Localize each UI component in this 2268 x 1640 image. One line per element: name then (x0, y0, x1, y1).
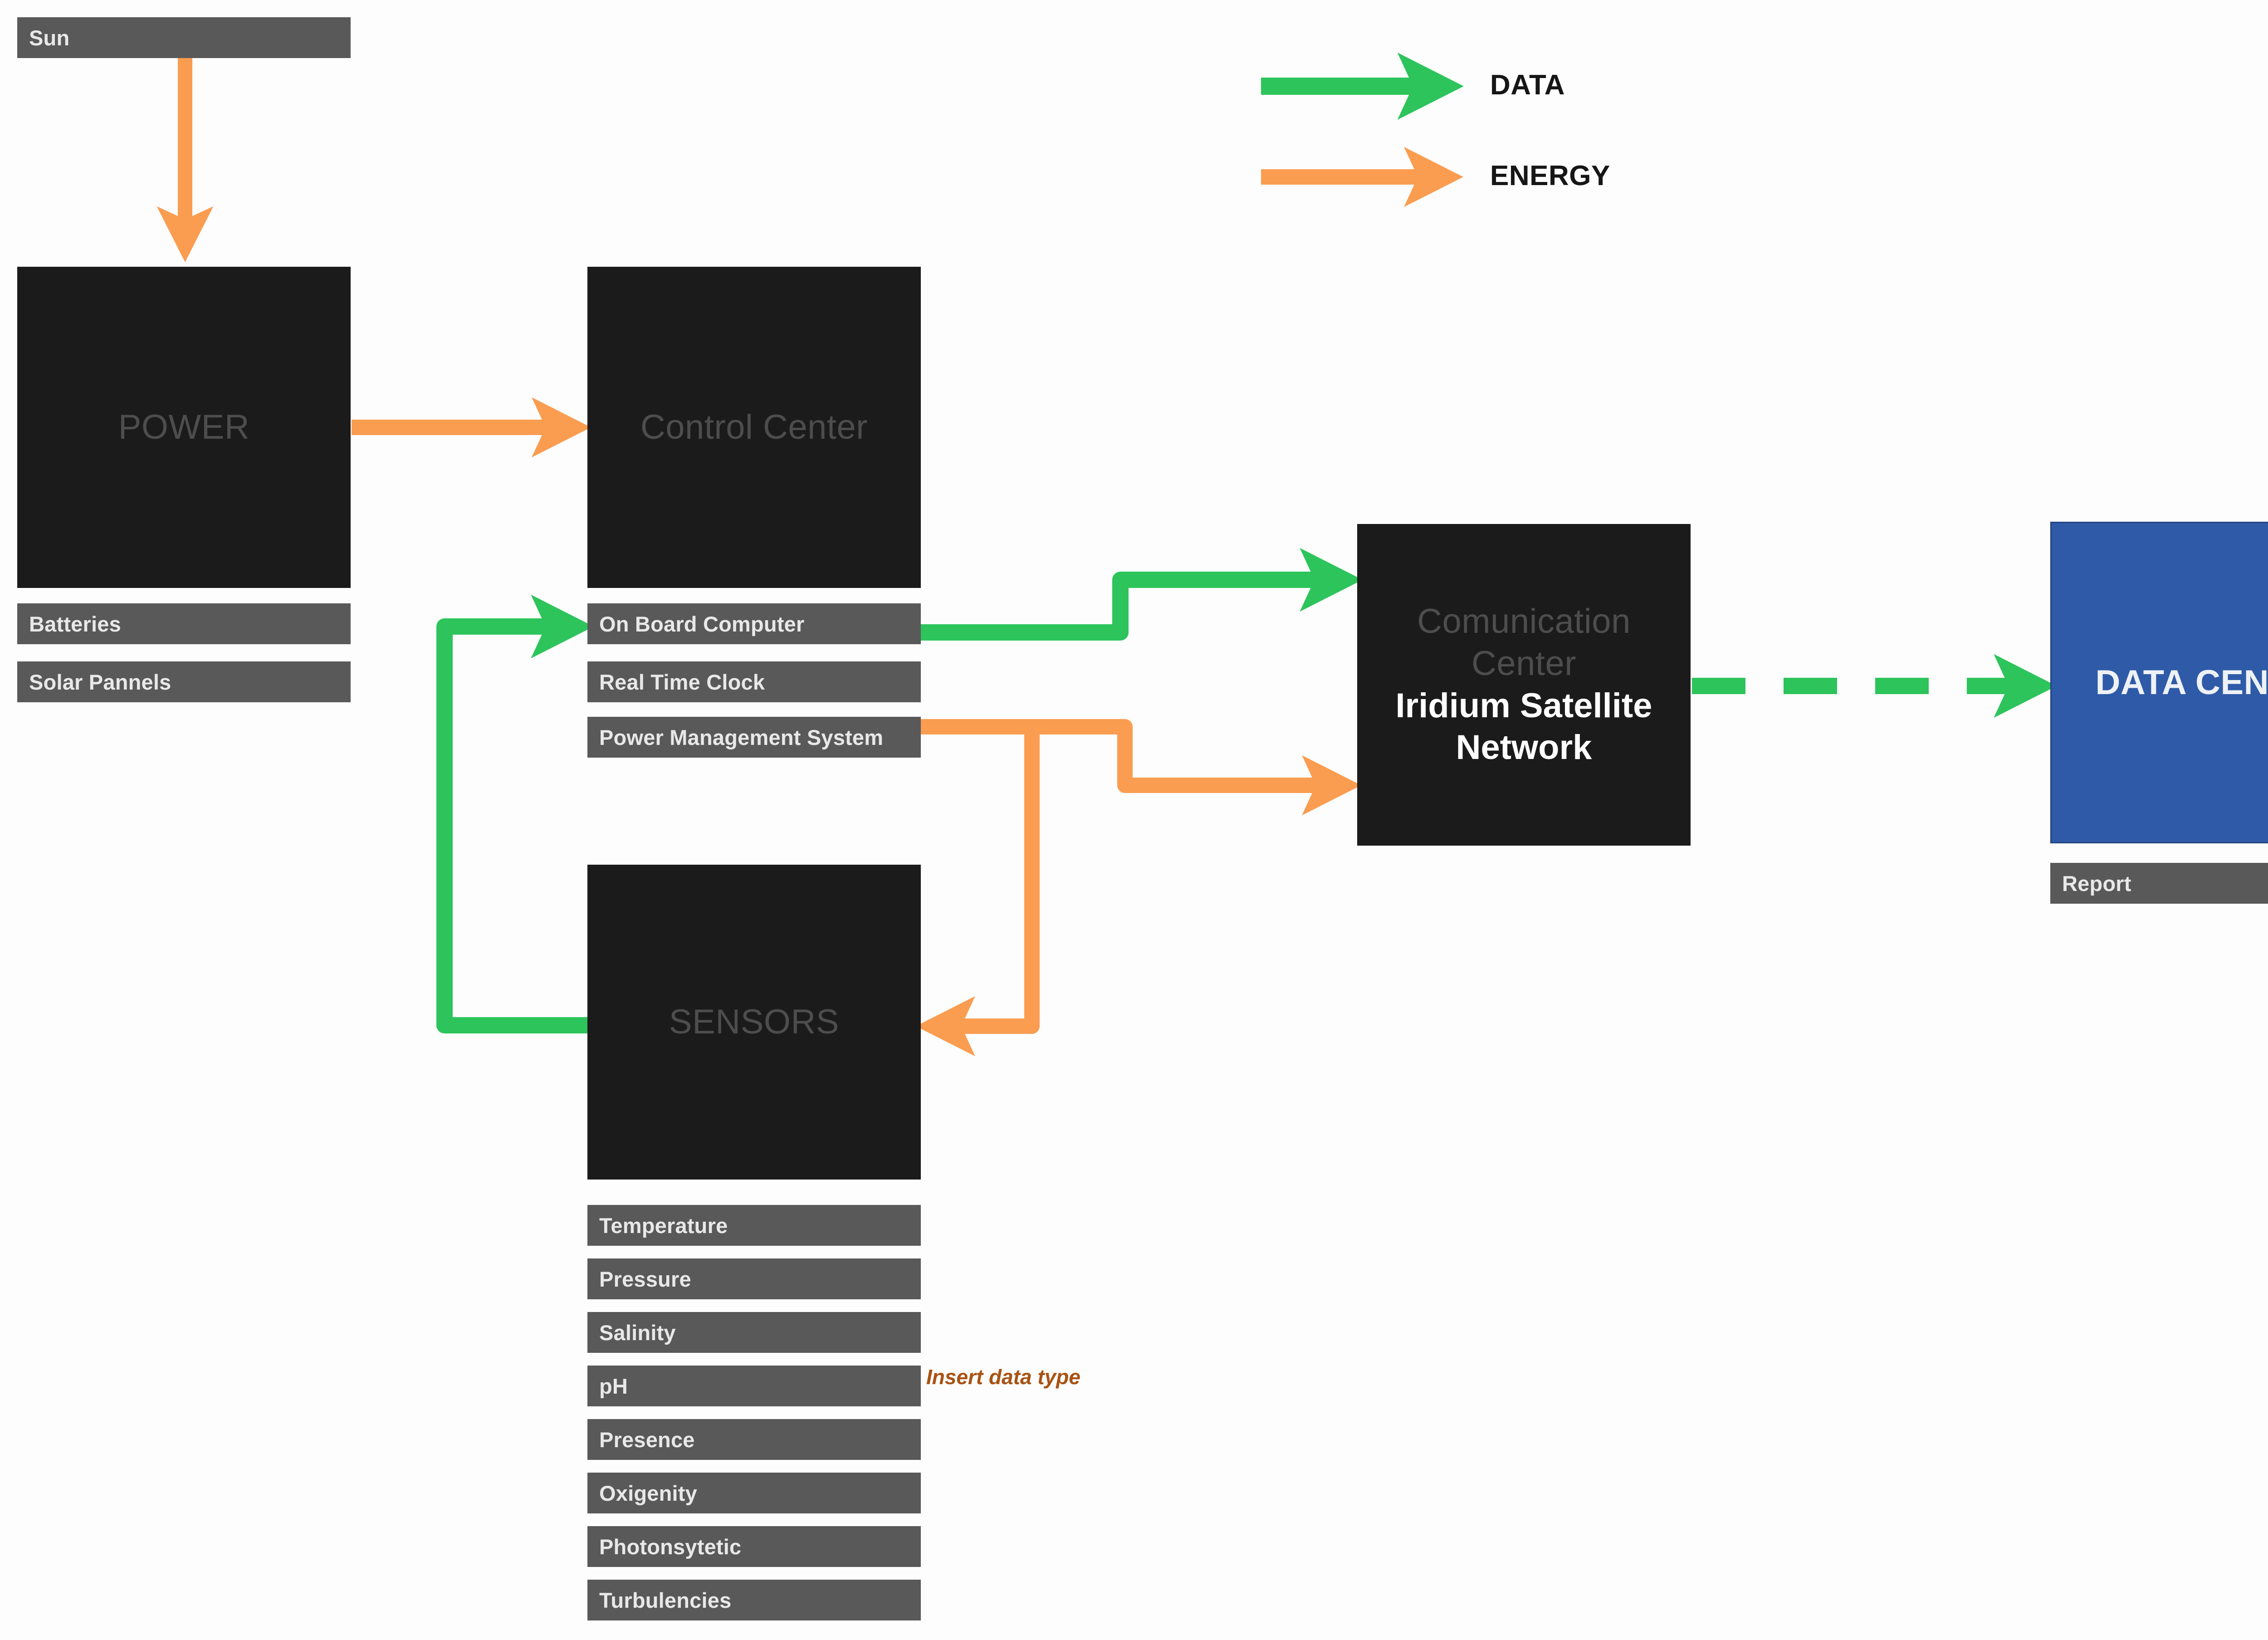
node-communication-center-title: Comunication Center (1417, 602, 1631, 683)
node-communication-center-subtitle: Iridium Satellite Network (1395, 686, 1652, 767)
node-control-center-sublabel-power-management-system[interactable]: Power Management System (587, 717, 921, 758)
node-power-title: POWER (118, 407, 250, 446)
node-control-center-sublabel-real-time-clock[interactable]: Real Time Clock (587, 661, 921, 702)
edge-power-management-to-communication-center (910, 719, 1362, 816)
node-sensors-sublabel-photonsytetic[interactable]: Photonsytetic (587, 1526, 921, 1567)
node-sensors[interactable]: SENSORS (587, 865, 921, 1180)
legend-label-data: DATA (1490, 69, 1565, 101)
report-text: Report (2062, 871, 2131, 896)
node-sun-label: Sun (29, 25, 70, 50)
power-sublabel-solar-pannels-text: Solar Pannels (29, 670, 171, 694)
on-board-computer-text: On Board Computer (599, 612, 805, 636)
node-sensors-sublabel-turbulencies[interactable]: Turbulencies (587, 1580, 921, 1620)
sensor-pressure-text: Pressure (599, 1267, 691, 1291)
node-data-center-title: DATA CENTER (2095, 663, 2268, 702)
node-sensors-sublabel-temperature[interactable]: Temperature (587, 1205, 921, 1246)
node-sun[interactable]: Sun (17, 17, 351, 58)
node-sensors-sublabel-presence[interactable]: Presence (587, 1419, 921, 1460)
sensor-salinity-text: Salinity (599, 1320, 676, 1345)
node-control-center[interactable]: Control Center (587, 267, 921, 588)
sensor-oxigenity-text: Oxigenity (599, 1481, 697, 1505)
node-sensors-sublabel-oxigenity[interactable]: Oxigenity (587, 1473, 921, 1513)
power-management-system-text: Power Management System (599, 725, 884, 749)
legend-label-energy: ENERGY (1490, 160, 1610, 191)
node-communication-center[interactable]: Comunication Center Iridium Satellite Ne… (1357, 524, 1691, 846)
node-sensors-title: SENSORS (669, 1002, 840, 1041)
edge-on-board-computer-to-communication-center (921, 548, 1363, 641)
annotation-insert-data-type: Insert data type (926, 1365, 1080, 1389)
node-data-center-sublabel-report[interactable]: Report (2050, 863, 2268, 904)
node-control-center-title: Control Center (640, 407, 868, 446)
sensor-photonsytetic-text: Photonsytetic (599, 1534, 742, 1559)
node-sensors-sublabel-ph[interactable]: pH (587, 1366, 921, 1406)
sensor-presence-text: Presence (599, 1427, 695, 1452)
power-sublabel-batteries-text: Batteries (29, 612, 121, 636)
node-power-sublabel-solar-pannels[interactable]: Solar Pannels (17, 661, 351, 702)
node-sensors-sublabel-pressure[interactable]: Pressure (587, 1258, 921, 1299)
node-control-center-sublabel-on-board-computer[interactable]: On Board Computer (587, 603, 921, 644)
sensor-temperature-text: Temperature (599, 1213, 728, 1238)
edge-power-management-to-sensors (915, 727, 1040, 1057)
sensor-turbulencies-text: Turbulencies (599, 1588, 732, 1612)
real-time-clock-text: Real Time Clock (599, 670, 765, 694)
sensor-ph-text: pH (599, 1374, 628, 1398)
node-sensors-sublabel-salinity[interactable]: Salinity (587, 1312, 921, 1353)
node-data-center[interactable]: DATA CENTER (2050, 522, 2268, 843)
node-power-sublabel-batteries[interactable]: Batteries (17, 603, 351, 644)
edge-sensors-to-on-board-computer (436, 594, 594, 1033)
node-power[interactable]: POWER (17, 267, 351, 588)
